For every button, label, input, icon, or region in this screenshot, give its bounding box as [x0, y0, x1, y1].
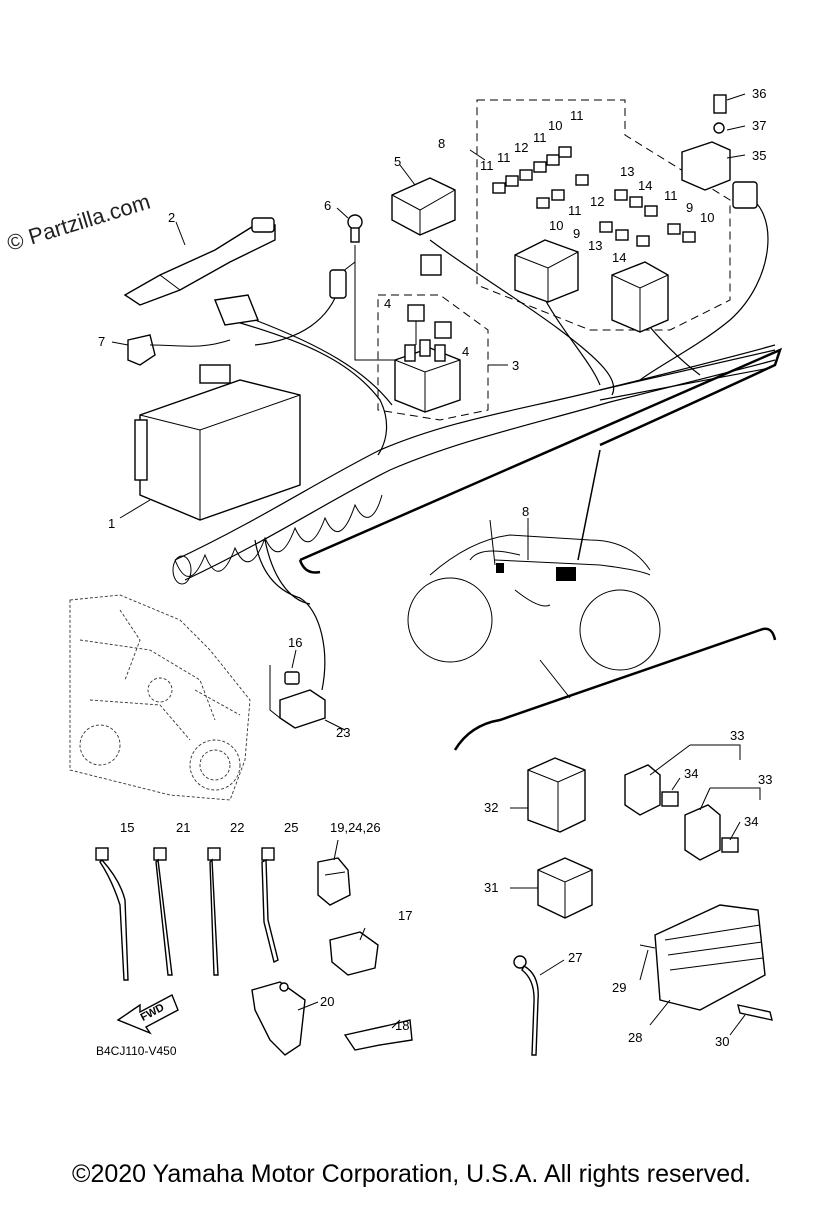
callout-2: 2 — [168, 210, 175, 225]
callout-10c: 10 — [700, 210, 714, 225]
callout-36: 36 — [752, 86, 766, 101]
callout-3: 3 — [512, 358, 519, 373]
callout-11a: 11 — [480, 158, 494, 173]
callout-32: 32 — [484, 800, 498, 815]
callout-14a: 14 — [638, 178, 652, 193]
callout-27: 27 — [568, 950, 582, 965]
fuse-box-right — [611, 261, 669, 333]
cable-tie-25 — [261, 847, 279, 964]
callout-17: 17 — [398, 908, 412, 923]
callout-31: 31 — [484, 880, 498, 895]
callout-8: 8 — [438, 136, 445, 151]
callout-11d: 11 — [570, 108, 584, 123]
relay-31 — [537, 857, 593, 919]
clamp-20 — [251, 981, 306, 1056]
callout-12a: 12 — [514, 140, 528, 155]
callout-11b: 11 — [497, 150, 511, 165]
callout-13b: 13 — [588, 238, 602, 253]
relay-32 — [527, 757, 586, 833]
callout-1: 1 — [108, 516, 115, 531]
bolt-6 — [329, 214, 363, 299]
callout-12b: 12 — [590, 194, 604, 209]
connector-33a — [624, 764, 679, 816]
callout-33a: 33 — [730, 728, 744, 743]
engine-outline — [69, 594, 251, 801]
starter-relay — [354, 262, 461, 413]
copyright-footer: ©2020 Yamaha Motor Corporation, U.S.A. A… — [72, 1160, 751, 1188]
callout-28: 28 — [628, 1030, 642, 1045]
callout-19-24-26: 19,24,26 — [330, 820, 381, 835]
callout-16: 16 — [288, 635, 302, 650]
battery-terminal-cover — [127, 294, 259, 366]
cable-tie-22 — [207, 847, 221, 976]
fwd-arrow — [116, 994, 179, 1035]
battery-band — [123, 217, 276, 306]
sensor-35 — [681, 94, 758, 209]
callout-18: 18 — [395, 1018, 409, 1033]
callout-22: 22 — [230, 820, 244, 835]
callout-13a: 13 — [620, 164, 634, 179]
diagram-code: B4CJ110-V450 — [96, 1044, 177, 1058]
callout-15: 15 — [120, 820, 134, 835]
fuse-region-outline — [476, 99, 731, 331]
callout-14b: 14 — [612, 250, 626, 265]
relay-region-outline — [377, 294, 489, 421]
clamp-19 — [317, 857, 351, 906]
starter-relay-cover — [391, 177, 456, 276]
callout-11f: 11 — [664, 188, 678, 203]
callout-11e: 11 — [568, 203, 582, 218]
callout-8b: 8 — [522, 504, 529, 519]
callout-6: 6 — [324, 198, 331, 213]
callout-5: 5 — [394, 154, 401, 169]
bolt-30 — [737, 1004, 773, 1021]
tie-27 — [513, 955, 539, 1056]
cable-tie-15 — [95, 847, 129, 981]
callout-10b: 10 — [549, 218, 563, 233]
callout-10a: 10 — [548, 118, 562, 133]
callout-30: 30 — [715, 1034, 729, 1049]
clamp-18 — [343, 1019, 413, 1051]
rectifier-28 — [639, 904, 766, 1011]
motorcycle-inset — [298, 347, 783, 751]
callout-25: 25 — [284, 820, 298, 835]
callout-4b: 4 — [462, 344, 469, 359]
callout-21: 21 — [176, 820, 190, 835]
clamp-17 — [329, 931, 379, 976]
callout-29: 29 — [612, 980, 626, 995]
battery — [134, 364, 301, 521]
main-wire-harness — [172, 194, 776, 691]
callout-33b: 33 — [758, 772, 772, 787]
callout-9b: 9 — [573, 226, 580, 241]
fuse-box-left — [514, 239, 579, 303]
callout-35: 35 — [752, 148, 766, 163]
callout-23: 23 — [336, 725, 350, 740]
callout-9a: 9 — [686, 200, 693, 215]
callout-11c: 11 — [533, 130, 547, 145]
leader-lines — [111, 93, 761, 1036]
callout-4a: 4 — [384, 296, 391, 311]
callout-34b: 34 — [744, 814, 758, 829]
callout-20: 20 — [320, 994, 334, 1009]
callout-37: 37 — [752, 118, 766, 133]
connector-33b — [684, 804, 739, 861]
fuses — [492, 146, 696, 247]
callout-7: 7 — [98, 334, 105, 349]
callout-34a: 34 — [684, 766, 698, 781]
sensor-23 — [269, 665, 326, 729]
cable-tie-21 — [153, 847, 173, 976]
